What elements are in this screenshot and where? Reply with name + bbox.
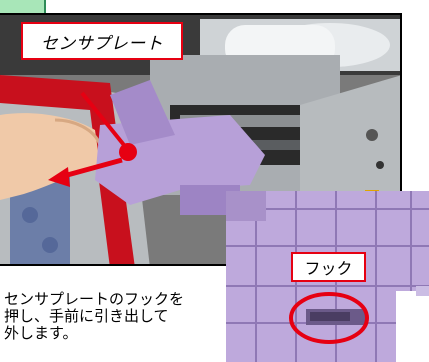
hook-callout: フック <box>291 252 366 282</box>
instruction-line: 押し、手前に引き出して <box>4 307 169 325</box>
instruction-line: 外します。 <box>4 324 78 342</box>
instruction-text: センサプレートのフックを 押し、手前に引き出して 外します。 <box>4 291 230 342</box>
sensor-plate-callout: センサプレート <box>21 22 183 60</box>
hook-detail-photo <box>226 191 429 362</box>
printer-illustration <box>0 15 400 264</box>
instruction-line: センサプレートのフックを <box>4 290 185 308</box>
hook-detail-illustration <box>226 191 429 362</box>
